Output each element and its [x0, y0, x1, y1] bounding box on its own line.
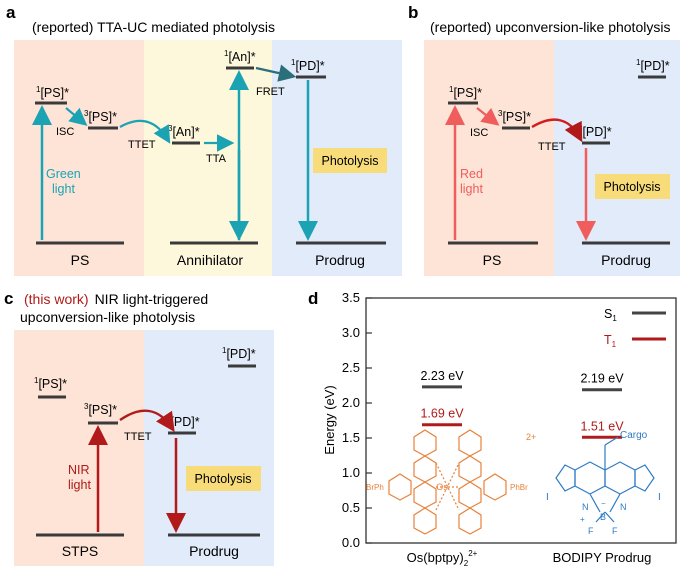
ps-base-label: PS: [71, 252, 90, 268]
ps-s1-label-b: 1[PS]*: [449, 85, 482, 100]
y-tick-label: 0.0: [342, 535, 360, 550]
an-t1-label: 3[An]*: [168, 124, 200, 139]
ttet-arrow-b: [531, 118, 583, 143]
panel-c-title: (this work)NIR light-triggered: [24, 291, 208, 307]
photolysis-label: Photolysis: [322, 154, 379, 168]
photolysis-box: [313, 148, 387, 173]
y-tick-label: 1.5: [342, 430, 360, 445]
y-tick-label: 2.0: [342, 395, 360, 410]
os-t1-value: 1.69 eV: [420, 407, 464, 421]
ps-background: [14, 40, 144, 276]
y-axis-label: Energy (eV): [322, 385, 337, 454]
isc-arrow-b: [476, 107, 500, 126]
photolysis-box-c: [186, 466, 261, 491]
bodipy-n2: N: [620, 502, 627, 512]
y-tick-label: 1.0: [342, 465, 360, 480]
os-right-substituent: PhBr: [510, 483, 528, 492]
tta-label: TTA: [206, 153, 227, 165]
an-s1-label: 1[An]*: [224, 49, 256, 64]
annihilator-background: [144, 40, 272, 276]
prodrug-base-label-c: Prodrug: [189, 543, 239, 559]
panel-c-title-line2: upconversion-like photolysis: [20, 309, 195, 325]
bodipy-plus: +: [580, 515, 585, 524]
ttet-label: TTET: [128, 139, 156, 151]
os-metal-label: Os: [436, 482, 448, 492]
ttet-arrow-c: [119, 409, 175, 432]
os-charge-label: 2+: [526, 432, 536, 442]
panel-c-label: c: [4, 289, 13, 308]
pd-t1-label-b: 3[PD]*: [578, 124, 612, 139]
panel-a-label: a: [6, 3, 16, 22]
y-tick-label: 3.0: [342, 325, 360, 340]
legend-s1-label: S1: [604, 307, 617, 323]
annihilator-base-label: Annihilator: [177, 252, 243, 268]
pd-s1-label: 1[PD]*: [291, 58, 325, 73]
pd-s1-label-c: 1[PD]*: [222, 346, 256, 361]
panel-b-label: b: [408, 3, 418, 22]
ttet-label-b: TTET: [538, 141, 566, 153]
panel-a: a (reported) TTA-UC mediated photolysis …: [6, 3, 402, 276]
prodrug-background-b: [554, 40, 680, 276]
stps-background: [14, 330, 144, 566]
bodipy-n1: N: [582, 502, 589, 512]
panel-c: c (this work)NIR light-triggered upconve…: [4, 289, 274, 566]
ps-background-b: [424, 40, 554, 276]
bodipy-f2: F: [612, 526, 618, 536]
ps-t1-label-b: 3[PS]*: [498, 109, 531, 124]
photolysis-label-c: Photolysis: [195, 472, 252, 486]
panel-d-label: d: [308, 289, 318, 308]
ps-base-label-b: PS: [483, 252, 502, 268]
bodipy-iodine-left: I: [546, 492, 549, 503]
photolysis-box-b: [595, 174, 670, 199]
isc-arrow: [65, 107, 88, 126]
os-left-substituent: BrPh: [366, 483, 384, 492]
ttet-arrow: [119, 119, 171, 144]
pd-s1-label-b: 1[PD]*: [636, 58, 670, 73]
fret-label: FRET: [256, 86, 285, 98]
prodrug-base-label: Prodrug: [315, 252, 365, 268]
fret-arrow: [255, 64, 297, 82]
os-s1-value: 2.23 eV: [420, 369, 464, 383]
y-axis-ticks: 0.0 0.5 1.0 1.5 2.0 2.5 3.0 3.5: [342, 290, 372, 550]
panel-d: d 0.0 0.5 1.0 1.5 2.0 2.5 3.0 3.5 Energy (eV) S…: [308, 289, 677, 568]
isc-label: ISC: [56, 126, 74, 138]
ps-t1-label-c: 3[PS]*: [84, 402, 117, 417]
ps-t1-label: 3[PS]*: [84, 109, 117, 124]
prodrug-base-label-b: Prodrug: [601, 252, 651, 268]
photolysis-label-b: Photolysis: [604, 180, 661, 194]
ps-s1-label: 1[PS]*: [36, 85, 69, 100]
bodipy-structure: [555, 436, 655, 523]
panel-b-title: (reported) upconversion-like photolysis: [430, 19, 670, 35]
x-tick-bodipy: BODIPY Prodrug: [553, 550, 652, 565]
ps-s1-label-c: 1[PS]*: [34, 376, 67, 391]
legend-t1-label: T1: [604, 333, 617, 349]
panel-b: b (reported) upconversion-like photolysi…: [408, 3, 680, 276]
bodipy-cargo-label: Cargo: [620, 430, 648, 441]
y-tick-label: 2.5: [342, 360, 360, 375]
bodipy-boron: B: [600, 512, 606, 522]
bodipy-s1-value: 2.19 eV: [580, 372, 624, 386]
bodipy-f1: F: [588, 526, 594, 536]
bodipy-iodine-right: I: [658, 492, 661, 503]
os-complex-structure: [388, 429, 507, 535]
isc-label-b: ISC: [470, 127, 488, 139]
y-tick-label: 0.5: [342, 500, 360, 515]
prodrug-background-c: [144, 330, 274, 566]
x-tick-os: Os(bptpy)22+: [407, 549, 478, 568]
bodipy-t1-value: 1.51 eV: [580, 419, 624, 433]
stps-base-label: STPS: [62, 543, 99, 559]
bodipy-minus: −: [601, 499, 606, 508]
y-tick-label: 3.5: [342, 290, 360, 305]
ttet-label-c: TTET: [124, 431, 152, 443]
plot-frame: [365, 297, 677, 544]
panel-a-title: (reported) TTA-UC mediated photolysis: [32, 19, 275, 35]
energy-levels: [422, 385, 622, 439]
